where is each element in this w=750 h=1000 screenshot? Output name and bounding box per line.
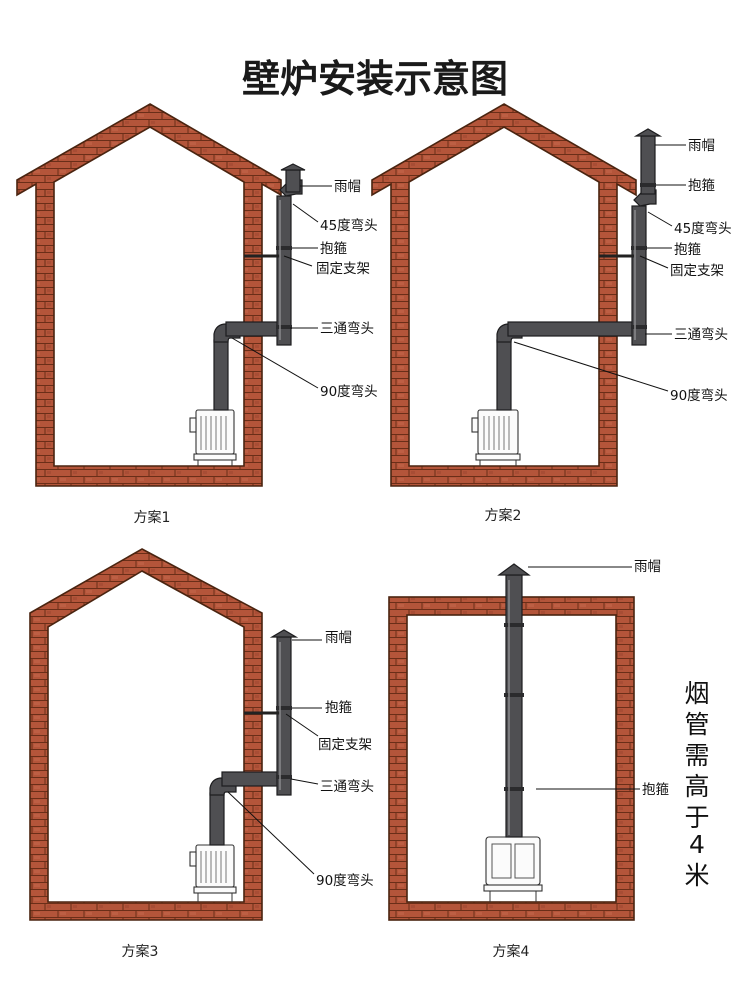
side-note-char: 米 bbox=[684, 861, 709, 890]
label-bracket-3: 固定支架 bbox=[318, 737, 372, 753]
label-rain-cap-2: 雨帽 bbox=[688, 138, 715, 154]
plan-3: 雨帽 抱箍 固定支架 三通弯头 90度弯头 方案3 bbox=[29, 548, 374, 960]
label-tee-1: 三通弯头 bbox=[320, 320, 374, 337]
label-clamp-3: 抱箍 bbox=[325, 699, 352, 716]
plan-2: 雨帽 抱箍 45度弯头 抱箍 固定支架 三通弯头 90度弯头 方案2 bbox=[371, 103, 732, 524]
plan-1: 雨帽 45度弯头 抱箍 固定支架 三通弯头 90度弯头 方案1 bbox=[16, 103, 378, 526]
label-rain-cap-1: 雨帽 bbox=[334, 179, 361, 195]
side-note-char: 高 bbox=[684, 772, 709, 801]
label-rain-cap-3: 雨帽 bbox=[325, 630, 352, 646]
side-note-char: 4 bbox=[689, 830, 705, 859]
caption-plan-4: 方案4 bbox=[493, 943, 530, 960]
stove-1 bbox=[189, 409, 237, 466]
label-elbow90-2: 90度弯头 bbox=[670, 387, 728, 404]
label-elbow45-2: 45度弯头 bbox=[674, 220, 732, 237]
caption-plan-2: 方案2 bbox=[485, 507, 522, 524]
label-elbow90-3: 90度弯头 bbox=[316, 872, 374, 889]
side-note: 烟 管 需 高 于 4 米 bbox=[684, 679, 709, 890]
stove-3 bbox=[189, 844, 237, 902]
label-clamp-2: 抱箍 bbox=[674, 241, 702, 258]
leader-lines-2 bbox=[513, 144, 686, 392]
leader-lines-3 bbox=[227, 639, 322, 875]
stove-4 bbox=[483, 836, 543, 902]
house-1 bbox=[16, 103, 282, 487]
label-clamp-1: 抱箍 bbox=[320, 240, 347, 257]
chimney-pipe-3 bbox=[209, 629, 299, 846]
label-rain-cap-4: 雨帽 bbox=[634, 559, 661, 575]
side-note-char: 需 bbox=[684, 741, 709, 770]
caption-plan-1: 方案1 bbox=[134, 509, 171, 526]
house-3 bbox=[29, 548, 263, 921]
label-clamp-top-2: 抱箍 bbox=[688, 177, 716, 194]
label-bracket-1: 固定支架 bbox=[316, 261, 370, 277]
chimney-pipe-2 bbox=[496, 128, 663, 411]
leader-lines-4 bbox=[528, 566, 640, 790]
leader-lines-1 bbox=[231, 185, 332, 389]
chimney-pipe-4 bbox=[497, 563, 531, 838]
label-tee-3: 三通弯头 bbox=[320, 778, 374, 795]
side-note-char: 管 bbox=[684, 710, 709, 739]
label-tee-2: 三通弯头 bbox=[674, 326, 728, 343]
plan-4: 雨帽 抱箍 方案4 bbox=[388, 559, 670, 960]
side-note-char: 烟 bbox=[684, 679, 709, 708]
label-elbow90-1: 90度弯头 bbox=[320, 383, 378, 400]
caption-plan-3: 方案3 bbox=[122, 943, 159, 960]
side-note-char: 于 bbox=[684, 803, 709, 832]
label-elbow45-1: 45度弯头 bbox=[320, 217, 378, 234]
label-clamp-4: 抱箍 bbox=[642, 781, 670, 798]
chimney-pipe-1 bbox=[213, 163, 306, 411]
page-title: 壁炉安装示意图 bbox=[242, 57, 508, 101]
stove-2 bbox=[471, 409, 521, 466]
house-2 bbox=[371, 103, 637, 487]
label-bracket-2: 固定支架 bbox=[670, 263, 724, 279]
